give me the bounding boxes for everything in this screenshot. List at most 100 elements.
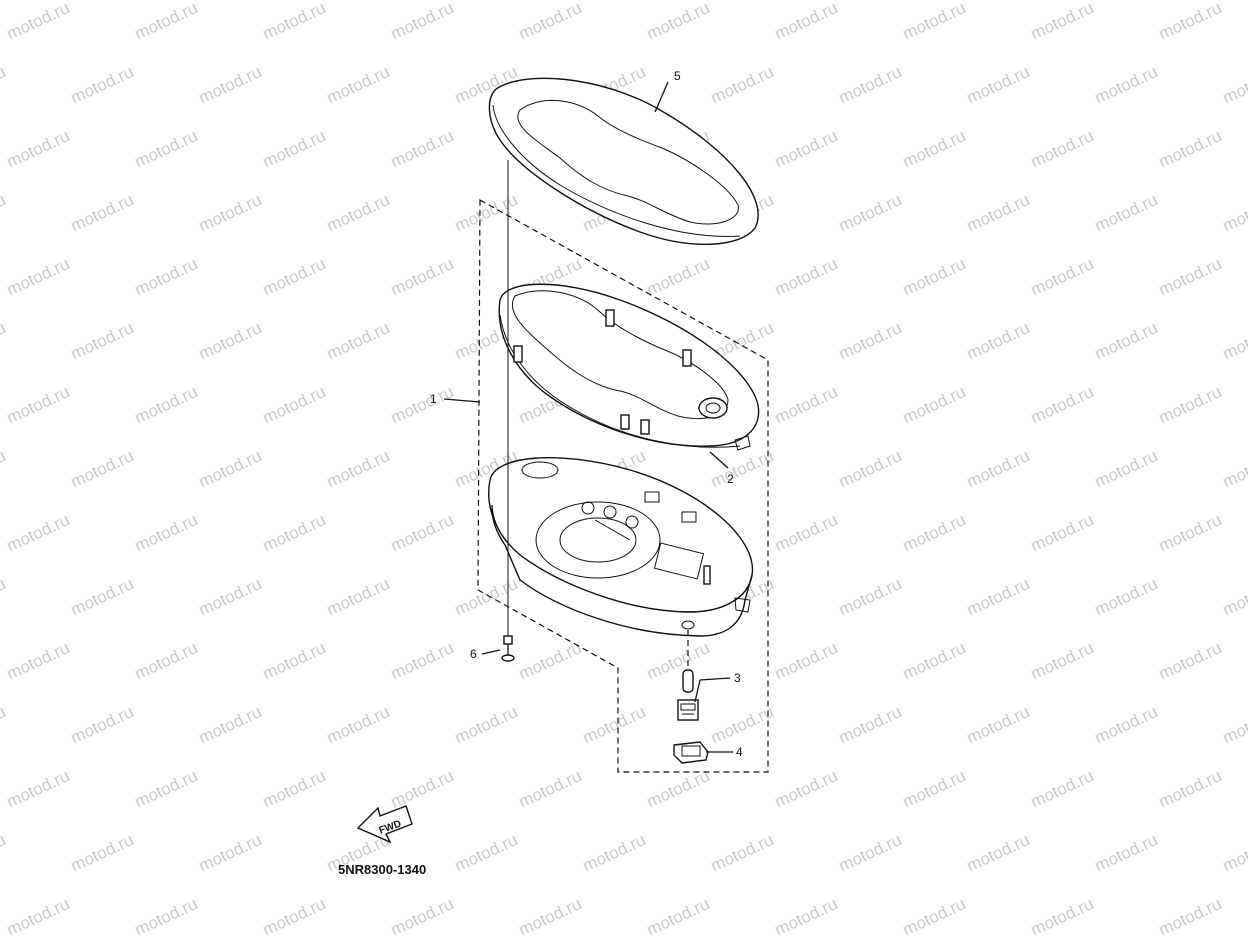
watermark-text: motod.ru — [324, 62, 393, 108]
watermark-text: motod.ru — [644, 0, 713, 44]
callout-2: 2 — [727, 472, 734, 486]
watermark-text: motod.ru — [1156, 126, 1225, 172]
watermark-text: motod.ru — [260, 0, 329, 44]
watermark-text: motod.ru — [1156, 766, 1225, 812]
watermark-text: motod.ru — [0, 62, 8, 108]
watermark-text: motod.ru — [132, 126, 201, 172]
watermark-text: motod.ru — [260, 894, 329, 936]
watermark-text: motod.ru — [324, 574, 393, 620]
watermark-text: motod.ru — [68, 446, 137, 492]
watermark-text: motod.ru — [1092, 574, 1161, 620]
watermark-text: motod.ru — [4, 894, 73, 936]
watermark-text: motod.ru — [964, 318, 1033, 364]
watermark-text: motod.ru — [196, 62, 265, 108]
watermark-text: motod.ru — [4, 766, 73, 812]
leader-lines — [443, 81, 733, 753]
watermark-text: motod.ru — [4, 0, 73, 44]
watermark-text: motod.ru — [708, 446, 777, 492]
watermark-text: motod.ru — [772, 894, 841, 936]
watermark-text: motod.ru — [388, 766, 457, 812]
watermark-text: motod.ru — [1220, 62, 1248, 108]
watermark-text: motod.ru — [1092, 702, 1161, 748]
watermark-text: motod.ru — [388, 0, 457, 44]
watermark-text: motod.ru — [132, 382, 201, 428]
watermark-text: motod.ru — [1092, 190, 1161, 236]
watermark-text: motod.ru — [260, 382, 329, 428]
watermark-text: motod.ru — [0, 318, 8, 364]
watermark-text: motod.ru — [260, 766, 329, 812]
watermark-text: motod.ru — [1156, 254, 1225, 300]
watermark-text: motod.ru — [836, 574, 905, 620]
watermark-text: motod.ru — [4, 638, 73, 684]
watermark-text: motod.ru — [900, 254, 969, 300]
watermark-text: motod.ru — [0, 190, 8, 236]
watermark-text: motod.ru — [452, 574, 521, 620]
watermark-text: motod.ru — [4, 510, 73, 556]
watermark-text: motod.ru — [516, 766, 585, 812]
watermark-text: motod.ru — [324, 190, 393, 236]
watermark-text: motod.ru — [516, 0, 585, 44]
watermark-text: motod.ru — [1092, 318, 1161, 364]
watermark-text: motod.ru — [260, 638, 329, 684]
watermark-text: motod.ru — [1156, 0, 1225, 44]
watermark-text: motod.ru — [772, 510, 841, 556]
watermark-text: motod.ru — [1028, 254, 1097, 300]
watermark-text: motod.ru — [580, 702, 649, 748]
fwd-arrow-icon: FWD — [356, 805, 413, 844]
watermark-text: motod.ru — [196, 702, 265, 748]
watermark-text: motod.ru — [196, 446, 265, 492]
watermark-text: motod.ru — [0, 830, 8, 876]
watermark-text: motod.ru — [772, 382, 841, 428]
watermark-text: motod.ru — [644, 766, 713, 812]
watermark-text: motod.ru — [324, 446, 393, 492]
watermark-text: motod.ru — [1028, 382, 1097, 428]
watermark-text: motod.ru — [196, 830, 265, 876]
watermark-text: motod.ru — [1156, 894, 1225, 936]
watermark-text: motod.ru — [1028, 126, 1097, 172]
watermark-text: motod.ru — [964, 446, 1033, 492]
watermark-text: motod.ru — [1156, 638, 1225, 684]
watermark-text: motod.ru — [1220, 574, 1248, 620]
watermark-text: motod.ru — [388, 638, 457, 684]
watermark-text: motod.ru — [260, 510, 329, 556]
watermark-text: motod.ru — [580, 830, 649, 876]
watermark-text: motod.ru — [260, 254, 329, 300]
watermark-text: motod.ru — [388, 894, 457, 936]
watermark-text: motod.ru — [68, 62, 137, 108]
watermark-text: motod.ru — [132, 894, 201, 936]
watermark-text: motod.ru — [324, 318, 393, 364]
watermark-text: motod.ru — [388, 254, 457, 300]
watermark-text: motod.ru — [132, 510, 201, 556]
watermark-text: motod.ru — [4, 382, 73, 428]
watermark-text: motod.ru — [68, 702, 137, 748]
watermark-text: motod.ru — [0, 446, 8, 492]
watermark-text: motod.ru — [836, 190, 905, 236]
part-screw — [501, 160, 515, 662]
watermark-text: motod.ru — [1220, 702, 1248, 748]
watermark-text: motod.ru — [772, 126, 841, 172]
watermark-text: motod.ru — [68, 574, 137, 620]
watermark-text: motod.ru — [900, 894, 969, 936]
watermark-text: motod.ru — [452, 190, 521, 236]
watermark-text: motod.ru — [0, 702, 8, 748]
watermark-text: motod.ru — [708, 702, 777, 748]
assembly-boundary — [477, 198, 769, 773]
watermark-text: motod.ru — [836, 446, 905, 492]
watermark-text: motod.ru — [1220, 318, 1248, 364]
watermark-text: motod.ru — [772, 254, 841, 300]
watermark-text: motod.ru — [68, 318, 137, 364]
watermark-text: motod.ru — [516, 894, 585, 936]
watermark-text: motod.ru — [1220, 190, 1248, 236]
watermark-text: motod.ru — [900, 510, 969, 556]
watermark-text: motod.ru — [1028, 0, 1097, 44]
watermark-text: motod.ru — [964, 702, 1033, 748]
part-bezel — [488, 77, 759, 245]
watermark-text: motod.ru — [68, 830, 137, 876]
watermark-text: motod.ru — [708, 830, 777, 876]
watermark-text: motod.ru — [836, 830, 905, 876]
part-meter-housing — [488, 457, 754, 637]
callout-5: 5 — [674, 69, 681, 83]
watermark-text: motod.ru — [900, 766, 969, 812]
